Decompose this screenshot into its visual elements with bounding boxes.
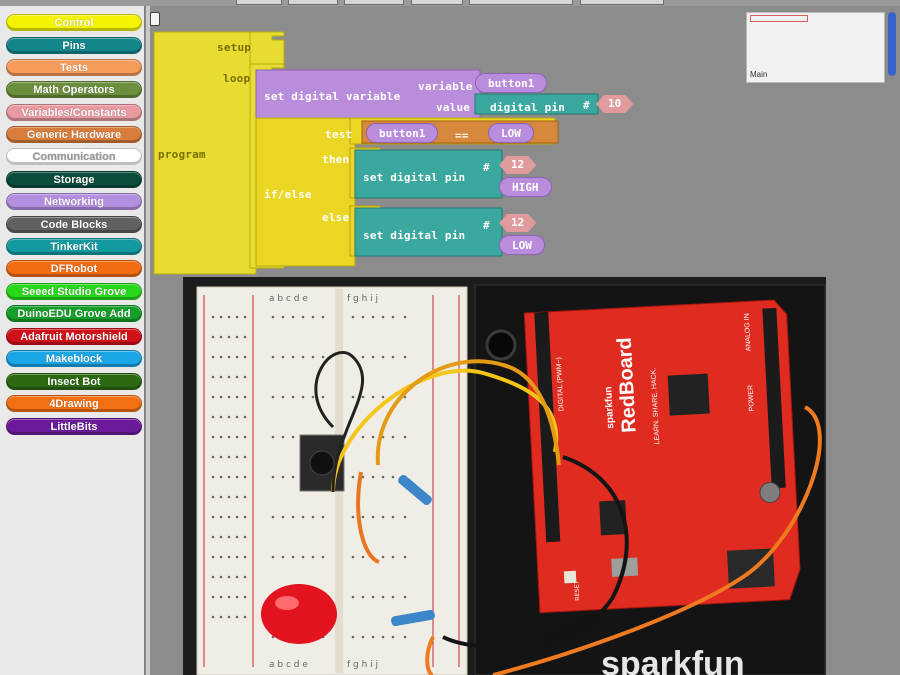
- category-pins[interactable]: Pins: [6, 37, 142, 54]
- category-storage[interactable]: Storage: [6, 171, 142, 188]
- category-4drawing[interactable]: 4Drawing: [6, 395, 142, 412]
- pin-number-value[interactable]: 10: [596, 95, 633, 113]
- then-state-block[interactable]: HIGH: [499, 177, 552, 197]
- analog-header-label: ANALOG IN: [744, 313, 753, 351]
- toolbar-tab[interactable]: [288, 0, 338, 5]
- category-generic-hardware[interactable]: Generic Hardware: [6, 126, 142, 143]
- set-variable-label: set digital variable: [264, 90, 401, 103]
- category-math-operators[interactable]: Math Operators: [6, 81, 142, 98]
- sparkfun-tray-logo: sparkfun: [601, 645, 745, 675]
- test-value-block[interactable]: LOW: [488, 123, 534, 143]
- category-code-blocks[interactable]: Code Blocks: [6, 216, 142, 233]
- breadboard-letters-right: f g h i j: [347, 294, 378, 304]
- reset-label: RESET: [574, 580, 581, 601]
- else-hash-label: #: [483, 219, 490, 232]
- circuit-photo: a b c d e f g h i j a b c d e f g h i j …: [183, 277, 826, 675]
- value-socket-label: value: [436, 101, 471, 114]
- toolbar-tab[interactable]: [580, 0, 664, 5]
- pin-hash-label: #: [583, 99, 590, 112]
- category-duinoedu-grove-add[interactable]: DuinoEDU Grove Add: [6, 305, 142, 322]
- category-tinkerkit[interactable]: TinkerKit: [6, 238, 142, 255]
- program-block-shape[interactable]: [150, 6, 650, 281]
- category-communication[interactable]: Communication: [6, 148, 142, 165]
- then-pin-value[interactable]: 12: [499, 156, 536, 174]
- program-label: program: [158, 148, 206, 161]
- workspace-minimap[interactable]: Main: [746, 12, 885, 83]
- breadboard-letters-right-bottom: f g h i j: [347, 660, 378, 670]
- digital-header-label: DIGITAL (PWM~): [556, 357, 566, 412]
- equals-operator: ==: [455, 129, 469, 142]
- then-hash-label: #: [483, 161, 490, 174]
- digital-pin-label: digital pin: [490, 101, 566, 114]
- variable-name-block[interactable]: button1: [475, 73, 548, 93]
- minimap-label: Main: [750, 70, 768, 79]
- top-toolbar-strip: [0, 0, 900, 6]
- trash-icon[interactable]: [150, 12, 160, 26]
- category-dfrobot[interactable]: DFRobot: [6, 260, 142, 277]
- test-variable-block[interactable]: button1: [366, 123, 439, 143]
- test-label: test: [325, 128, 353, 141]
- toolbar-tab[interactable]: [344, 0, 404, 5]
- category-seeed-studio-grove[interactable]: Seeed Studio Grove: [6, 283, 142, 300]
- category-variables-constants[interactable]: Variables/Constants: [6, 104, 142, 121]
- else-state-block[interactable]: LOW: [499, 235, 545, 255]
- else-label: else: [322, 211, 350, 224]
- sparkfun-board-label: sparkfun: [603, 386, 616, 429]
- category-insect-bot[interactable]: Insect Bot: [6, 373, 142, 390]
- category-makeblock[interactable]: Makeblock: [6, 350, 142, 367]
- if-else-label: if/else: [264, 188, 312, 201]
- breadboard-letters-left-bottom: a b c d e: [269, 660, 308, 670]
- palette-splitter[interactable]: [146, 6, 150, 675]
- power-header-label: POWER: [747, 385, 755, 412]
- category-tests[interactable]: Tests: [6, 59, 142, 76]
- then-label: then: [322, 153, 350, 166]
- category-littlebits[interactable]: LittleBits: [6, 418, 142, 435]
- category-networking[interactable]: Networking: [6, 193, 142, 210]
- breadboard-letters-left: a b c d e: [269, 294, 308, 304]
- else-set-pin-label: set digital pin: [363, 229, 466, 242]
- setup-label: setup: [217, 41, 252, 54]
- board-tagline: LEARN. SHARE. HACK.: [650, 368, 661, 445]
- circuit-photo-illustration: a b c d e f g h i j a b c d e f g h i j …: [183, 277, 826, 675]
- minimap-viewport[interactable]: [750, 15, 808, 22]
- toolbar-tab[interactable]: [469, 0, 573, 5]
- workspace-vertical-scrollbar[interactable]: [888, 12, 896, 76]
- category-control[interactable]: Control: [6, 14, 142, 31]
- loop-label: loop: [223, 72, 251, 85]
- then-set-pin-label: set digital pin: [363, 171, 466, 184]
- toolbar-tab[interactable]: [411, 0, 463, 5]
- redboard-label: RedBoard: [614, 337, 641, 434]
- else-pin-value[interactable]: 12: [499, 214, 536, 232]
- variable-socket-label: variable: [418, 80, 473, 93]
- category-adafruit-motorshield[interactable]: Adafruit Motorshield: [6, 328, 142, 345]
- toolbar-tab[interactable]: [236, 0, 282, 5]
